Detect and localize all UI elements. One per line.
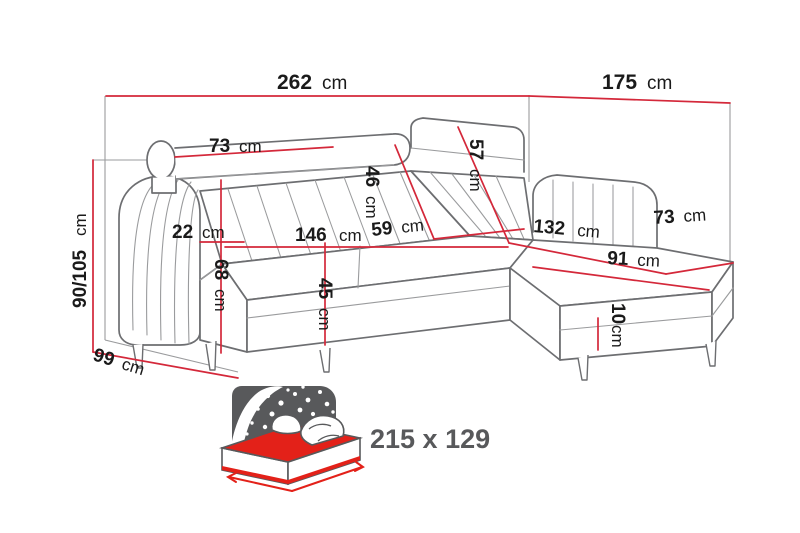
label-146-unit: cm bbox=[339, 226, 362, 245]
label-99-value: 99 bbox=[91, 345, 117, 371]
corner-headrest-base bbox=[410, 147, 525, 161]
sofa-outline bbox=[118, 117, 734, 361]
label-132-value: 132 bbox=[533, 216, 566, 240]
mattress-arrow-lines bbox=[225, 461, 365, 492]
dim-line-73-headrest bbox=[174, 146, 334, 158]
label-22-unit: cm bbox=[202, 223, 225, 242]
headrest-stem bbox=[151, 175, 177, 194]
leg-left-rear bbox=[132, 343, 144, 369]
sofa-legs bbox=[132, 340, 717, 381]
label-57: 57 cm bbox=[465, 139, 486, 192]
mattress-base-stripe bbox=[222, 456, 360, 484]
label-262-unit: cm bbox=[322, 73, 347, 94]
label-46-value: 46 bbox=[361, 166, 382, 187]
pillow-left bbox=[270, 414, 302, 435]
label-57-unit: cm bbox=[466, 169, 485, 192]
dim-line-132 bbox=[508, 242, 667, 275]
dimension-lines bbox=[92, 95, 734, 379]
sleeping-area-label: 215 x 129 bbox=[370, 424, 490, 454]
label-22-value: 22 bbox=[172, 222, 193, 243]
label-175-unit: cm bbox=[647, 73, 672, 94]
duvet-crease-2 bbox=[317, 434, 340, 442]
label-68: 68 cm bbox=[210, 259, 231, 312]
label-262-value: 262 bbox=[277, 71, 312, 94]
label-146-value: 146 bbox=[295, 225, 327, 246]
label-46: 46 cm bbox=[361, 166, 382, 219]
chaise-side-right bbox=[711, 261, 734, 347]
dim-line-59 bbox=[433, 228, 525, 240]
label-90-105: 90/105 cm bbox=[70, 213, 91, 308]
chaise-armrest bbox=[532, 174, 658, 249]
label-146: 146 cm bbox=[295, 225, 362, 246]
dim-line-73-chaise bbox=[665, 262, 734, 275]
label-262: 262 cm bbox=[277, 71, 347, 94]
dim-line-99 bbox=[92, 351, 239, 379]
label-90-105-unit: cm bbox=[71, 213, 90, 236]
dim-line-57 bbox=[457, 126, 510, 244]
backrest-ribs bbox=[227, 171, 431, 262]
chaise-split-line bbox=[559, 315, 713, 331]
chaise-armrest-ribs bbox=[552, 179, 634, 248]
label-132-unit: cm bbox=[576, 221, 600, 242]
label-175: 175 cm bbox=[602, 71, 672, 94]
label-10-value: 10 bbox=[607, 303, 628, 324]
label-45-unit: cm bbox=[315, 308, 334, 331]
leg-chaise-left bbox=[577, 354, 589, 381]
label-68-unit: cm bbox=[211, 289, 230, 312]
leg-chaise-right bbox=[705, 340, 717, 367]
seat-split-line bbox=[246, 285, 511, 319]
backrest-roll-lower-edge bbox=[175, 164, 395, 180]
bed-with-night-sky-icon: 215 x 129 bbox=[218, 385, 490, 492]
label-10-unit: cm bbox=[608, 325, 627, 348]
dim-line-175 bbox=[528, 95, 731, 104]
label-73-headrest: 73 cm bbox=[209, 136, 262, 157]
label-73-chaise-unit: cm bbox=[683, 205, 707, 226]
label-45: 45 cm bbox=[314, 278, 335, 331]
label-91: 91 cm bbox=[607, 248, 661, 271]
duvet-crease-1 bbox=[308, 423, 332, 430]
label-91-value: 91 bbox=[607, 248, 630, 270]
seat-left-fold bbox=[199, 263, 223, 281]
headrest-cushion bbox=[146, 140, 176, 180]
leg-center bbox=[319, 347, 331, 373]
dim-line-46 bbox=[394, 144, 435, 240]
duvet-fold bbox=[300, 414, 345, 446]
label-73-headrest-value: 73 bbox=[209, 136, 230, 157]
label-68-value: 68 bbox=[210, 259, 231, 280]
label-73-chaise-value: 73 bbox=[653, 207, 676, 229]
label-10: 10 cm bbox=[607, 303, 628, 348]
seat-cushion-divider bbox=[357, 245, 361, 289]
leg-left-front bbox=[205, 340, 217, 371]
label-59: 59 cm bbox=[370, 216, 425, 241]
label-45-value: 45 bbox=[314, 278, 335, 300]
chaise-split-line-side bbox=[711, 287, 734, 317]
dim-line-91 bbox=[532, 266, 710, 291]
label-175-value: 175 bbox=[602, 71, 637, 94]
label-132: 132 cm bbox=[533, 216, 601, 242]
label-90-105-value: 90/105 bbox=[70, 249, 91, 308]
label-22: 22 cm bbox=[172, 222, 225, 243]
label-73-chaise: 73 cm bbox=[653, 205, 707, 229]
label-59-unit: cm bbox=[400, 216, 425, 237]
crescent-moon-icon bbox=[232, 386, 283, 442]
left-armrest bbox=[118, 175, 201, 346]
label-91-unit: cm bbox=[637, 251, 661, 271]
label-57-value: 57 bbox=[465, 139, 486, 160]
label-59-value: 59 bbox=[370, 218, 393, 241]
corner-headrest bbox=[410, 117, 525, 173]
label-73-headrest-unit: cm bbox=[239, 137, 262, 156]
label-46-unit: cm bbox=[362, 196, 381, 219]
